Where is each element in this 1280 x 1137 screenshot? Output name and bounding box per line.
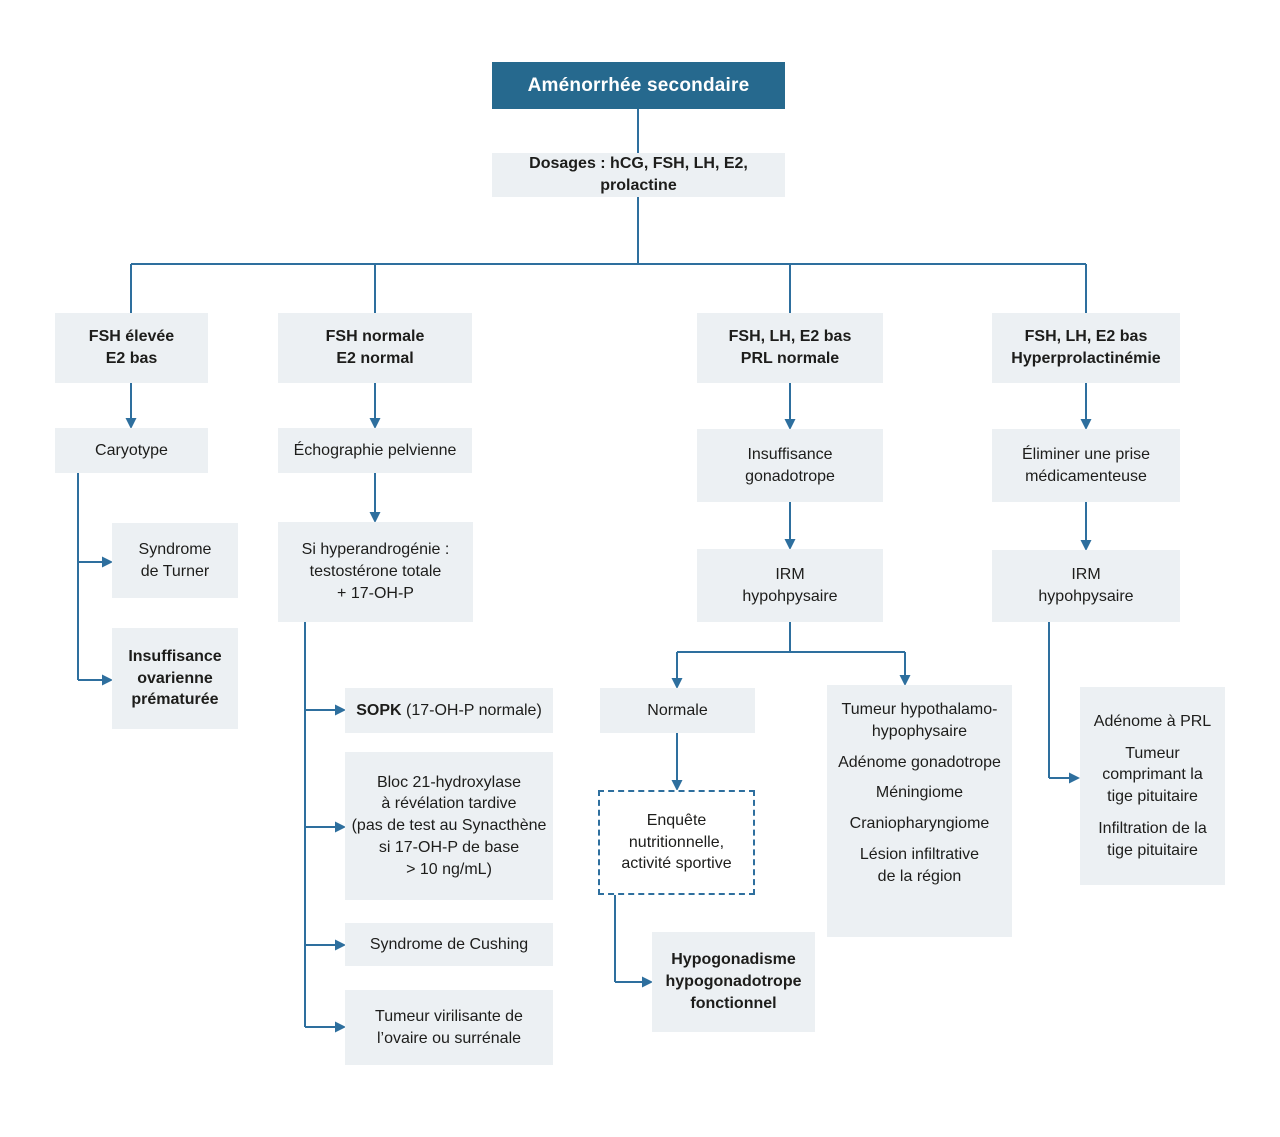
list-item: Tumeur comprimant la tige pituitaire [1102, 744, 1203, 806]
node-hyperandrogenie: Si hyperandrogénie : testostérone totale… [278, 522, 473, 622]
list-item: Tumeur hypothalamo- hypophysaire [841, 701, 998, 740]
node-irm-hypophysaire-branch3: IRM hypohpysaire [697, 549, 883, 622]
list-item: Lésion infiltrative de la région [859, 845, 980, 885]
node-insuffisance-gonadotrope: Insuffisance gonadotrope [697, 429, 883, 502]
node-sopk: SOPK (17-OH-P normale) [345, 688, 553, 733]
node-branch3-fsh-lh-e2-bas-prl-normale: FSH, LH, E2 bas PRL normale [697, 313, 883, 383]
node-hypogonadisme-fonctionnel: Hypogonadisme hypogonadotrope fonctionne… [652, 932, 815, 1032]
list-item: Adénome gonadotrope [838, 753, 1001, 771]
node-syndrome-cushing: Syndrome de Cushing [345, 923, 553, 966]
node-tumeurs-hypothalamo-hypophysaires: Tumeur hypothalamo- hypophysaire Adénome… [827, 685, 1012, 937]
node-insuffisance-ovarienne: Insuffisance ovarienne prématurée [112, 628, 238, 729]
node-enquete-nutritionnelle: Enquête nutritionnelle, activité sportiv… [598, 790, 755, 895]
list-item: Adénome à PRL [1093, 712, 1212, 730]
node-caryotype: Caryotype [55, 428, 208, 473]
node-bloc-21-hydroxylase: Bloc 21-hydroxylase à révélation tardive… [345, 752, 553, 900]
node-echographie-pelvienne: Échographie pelvienne [278, 428, 472, 473]
node-irm-normale: Normale [600, 688, 755, 733]
node-amenorrhee-secondaire: Aménorrhée secondaire [492, 62, 785, 109]
node-dosages: Dosages : hCG, FSH, LH, E2, prolactine [492, 153, 785, 197]
node-eliminer-prise-medicamenteuse: Éliminer une prise médicamenteuse [992, 429, 1180, 502]
node-irm-hypophysaire-branch4: IRM hypohpysaire [992, 550, 1180, 622]
sopk-label: SOPK (17-OH-P normale) [356, 701, 542, 719]
list-item: Méningiome [875, 784, 964, 802]
node-syndrome-turner: Syndrome de Turner [112, 523, 238, 598]
node-branch1-fsh-elevee: FSH élevée E2 bas [55, 313, 208, 383]
list-item: Infiltration de la tige pituitaire [1098, 819, 1207, 859]
node-branch4-hyperprolactinemie: FSH, LH, E2 bas Hyperprolactinémie [992, 313, 1180, 383]
list-item: Craniopharyngiome [849, 815, 990, 832]
node-adenome-prl: Adénome à PRL Tumeur comprimant la tige … [1080, 687, 1225, 885]
node-branch2-fsh-normale: FSH normale E2 normal [278, 313, 472, 383]
node-tumeur-virilisante: Tumeur virilisante de l’ovaire ou surrén… [345, 990, 553, 1065]
